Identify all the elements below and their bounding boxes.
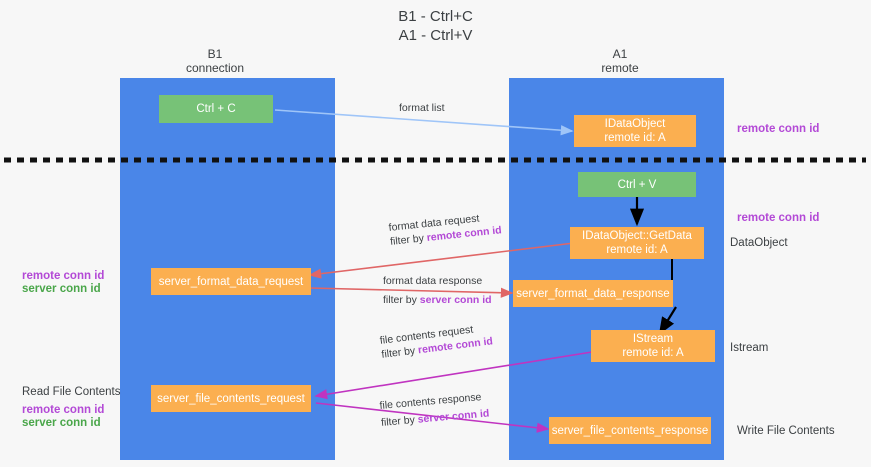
node-getdata-line1: IDataObject::GetData	[582, 230, 692, 242]
edge-label-format-data-response-line1: format data response	[383, 275, 483, 287]
filter-prefix: filter by	[383, 294, 420, 306]
lane-header-b1-line2: connection	[185, 61, 245, 75]
annotation-left-remote-conn-id-2: remote conn id	[22, 404, 105, 416]
filter-prefix: filter by	[380, 413, 419, 429]
node-format-response-label: server_format_data_response	[516, 287, 670, 300]
filter-highlight: server conn id	[419, 294, 492, 306]
node-idataobject[interactable]: IDataObject remote id: A	[574, 115, 696, 147]
node-server-format-data-request[interactable]: server_format_data_request	[151, 268, 311, 295]
node-server-file-contents-request[interactable]: server_file_contents_request	[151, 385, 311, 412]
lane-header-a1-line1: A1	[612, 47, 628, 61]
annotation-istream: Istream	[730, 342, 769, 354]
edge-label-file-contents-response: file contents response filter by server …	[379, 390, 490, 430]
filter-prefix: filter by	[389, 232, 428, 248]
node-server-format-data-response[interactable]: server_format_data_response	[513, 280, 673, 307]
edge-label-format-list: format list	[399, 102, 445, 114]
edge-label-format-data-response-line2: filter by server conn id	[383, 293, 492, 307]
annotation-write-file-contents: Write File Contents	[737, 425, 835, 437]
node-ctrl-v-label: Ctrl + V	[617, 178, 657, 191]
page-title: B1 - Ctrl+C A1 - Ctrl+V	[0, 7, 871, 45]
lane-header-a1: A1 remote	[555, 47, 685, 75]
edge-label-format-data-response: format data response filter by server co…	[383, 274, 492, 307]
edge-label-format-data-request: format data request filter by remote con…	[388, 209, 502, 249]
annotation-remote-conn-id-mid: remote conn id	[737, 212, 820, 224]
annotation-remote-conn-id-top: remote conn id	[737, 123, 820, 135]
node-istream-line2: remote id: A	[622, 347, 684, 359]
node-istream[interactable]: IStream remote id: A	[591, 330, 715, 362]
annotation-dataobject: DataObject	[730, 237, 788, 249]
node-format-request-label: server_format_data_request	[158, 275, 304, 288]
node-idataobject-getdata[interactable]: IDataObject::GetData remote id: A	[570, 227, 704, 259]
annotation-left-server-conn-id: server conn id	[22, 283, 101, 295]
edge-label-file-contents-request: file contents request filter by remote c…	[379, 320, 494, 361]
node-server-file-contents-response[interactable]: server_file_contents_response	[549, 417, 711, 444]
node-ctrl-c[interactable]: Ctrl + C	[159, 95, 273, 123]
lane-header-b1: B1 connection	[150, 47, 280, 75]
node-file-request-label: server_file_contents_request	[157, 392, 305, 405]
node-ctrl-c-label: Ctrl + C	[196, 103, 236, 115]
node-getdata-line2: remote id: A	[606, 244, 668, 256]
node-idataobject-line1: IDataObject	[604, 118, 666, 130]
filter-highlight: server conn id	[417, 407, 490, 426]
title-line-2: A1 - Ctrl+V	[398, 27, 473, 44]
node-file-response-label: server_file_contents_response	[551, 424, 709, 437]
node-istream-line1: IStream	[632, 333, 674, 345]
annotation-read-file-contents: Read File Contents	[22, 386, 121, 398]
node-ctrl-v[interactable]: Ctrl + V	[578, 172, 696, 197]
node-idataobject-line2: remote id: A	[604, 132, 666, 144]
annotation-left-server-conn-id-2: server conn id	[22, 417, 101, 429]
title-line-1: B1 - Ctrl+C	[398, 8, 473, 25]
lane-header-a1-line2: remote	[601, 61, 639, 75]
filter-prefix: filter by	[380, 344, 419, 361]
lane-header-b1-line1: B1	[207, 47, 223, 61]
annotation-left-remote-conn-id: remote conn id	[22, 270, 105, 282]
